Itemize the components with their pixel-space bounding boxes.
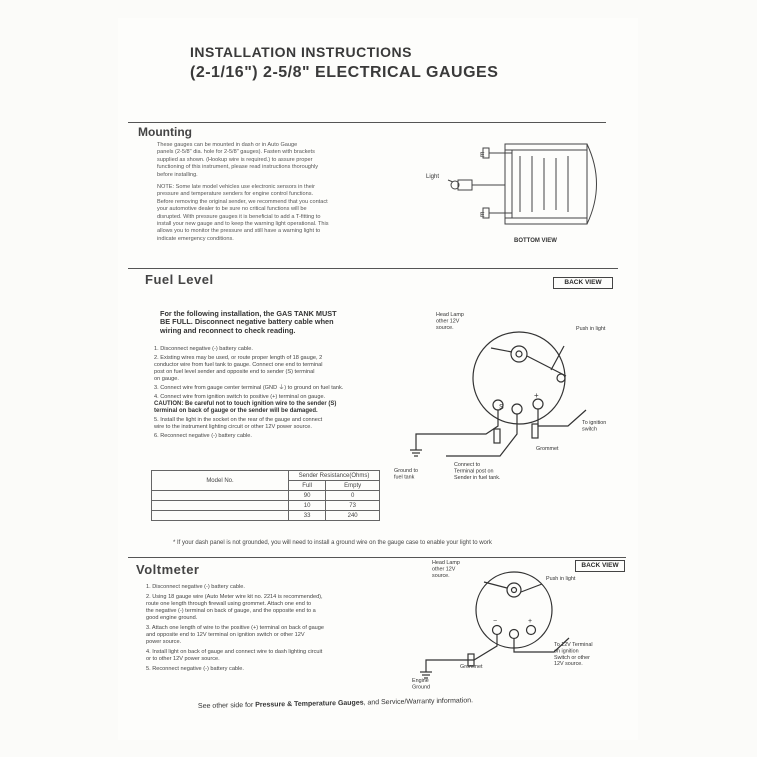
grommet-label: Grommet: [460, 664, 483, 670]
list-item: 5. Install the light in the socket on th…: [154, 417, 323, 430]
title-line-1: INSTALLATION INSTRUCTIONS: [190, 44, 412, 60]
divider: [128, 122, 606, 123]
section-heading-voltmeter: Voltmeter: [136, 562, 200, 577]
back-view-label: BACK VIEW: [575, 560, 625, 572]
fuel-footnote: * If your dash panel is not grounded, yo…: [173, 540, 492, 546]
table-header-empty: Empty: [325, 480, 380, 491]
table-header-resistance: Sender Resistance(Ohms): [288, 470, 380, 481]
title-line-2: (2-1/16") 2-5/8" ELECTRICAL GAUGES: [190, 64, 499, 81]
sender-resistance-table: Model No. Sender Resistance(Ohms) Full E…: [151, 470, 380, 521]
voltmeter-steps: 1. Disconnect negative (-) battery cable…: [146, 584, 396, 673]
list-item: 3. Connect wire from gauge center termin…: [154, 385, 344, 391]
list-item: 4. Connect wire from ignition switch to …: [154, 394, 326, 400]
section-heading-mounting: Mounting: [138, 125, 192, 139]
list-item: 1. Disconnect negative (-) battery cable…: [146, 584, 245, 590]
caution-text: CAUTION: Be careful not to touch ignitio…: [154, 401, 337, 414]
back-view-label: BACK VIEW: [553, 277, 613, 289]
grommet-label: Grommet: [536, 446, 559, 452]
list-item: 1. Disconnect negative (-) battery cable…: [154, 346, 253, 352]
bottom-view-label: BOTTOM VIEW: [514, 238, 557, 244]
svg-text:E: E: [480, 152, 485, 159]
svg-text:−: −: [493, 618, 497, 625]
svg-text:+: +: [534, 391, 539, 400]
list-item: 5. Reconnect negative (-) battery cable.: [146, 666, 244, 672]
list-item: 6. Reconnect negative (-) battery cable.: [154, 433, 252, 439]
table-header-model: Model No.: [151, 470, 289, 491]
fuel-steps: 1. Disconnect negative (-) battery cable…: [154, 346, 394, 440]
svg-text:+: +: [528, 618, 532, 625]
light-label: Light: [426, 174, 439, 180]
divider: [128, 557, 626, 558]
bottom-view-diagram: E E Light BOTTOM VIEW: [426, 143, 597, 244]
list-item: 2. Using 18 gauge wire (Auto Meter wire …: [146, 594, 323, 621]
section-heading-fuel-level: Fuel Level: [145, 272, 214, 287]
list-item: 2. Existing wires may be used, or route …: [154, 355, 323, 382]
push-in-light-label: Push in light: [576, 326, 606, 332]
list-item: 4. Install light on back of gauge and co…: [146, 649, 323, 662]
mounting-note: NOTE: Some late model vehicles use elect…: [157, 184, 329, 242]
push-in-light-label: Push in light: [546, 576, 576, 582]
svg-text:E: E: [480, 212, 485, 219]
mounting-paragraph: These gauges can be mounted in dash or i…: [157, 142, 319, 178]
list-item: 3. Attach one length of wire to the posi…: [146, 625, 325, 645]
svg-text:S: S: [499, 404, 504, 411]
divider: [128, 268, 618, 269]
fuel-intro: For the following installation, the GAS …: [160, 309, 337, 335]
table-header-full: Full: [287, 480, 327, 491]
